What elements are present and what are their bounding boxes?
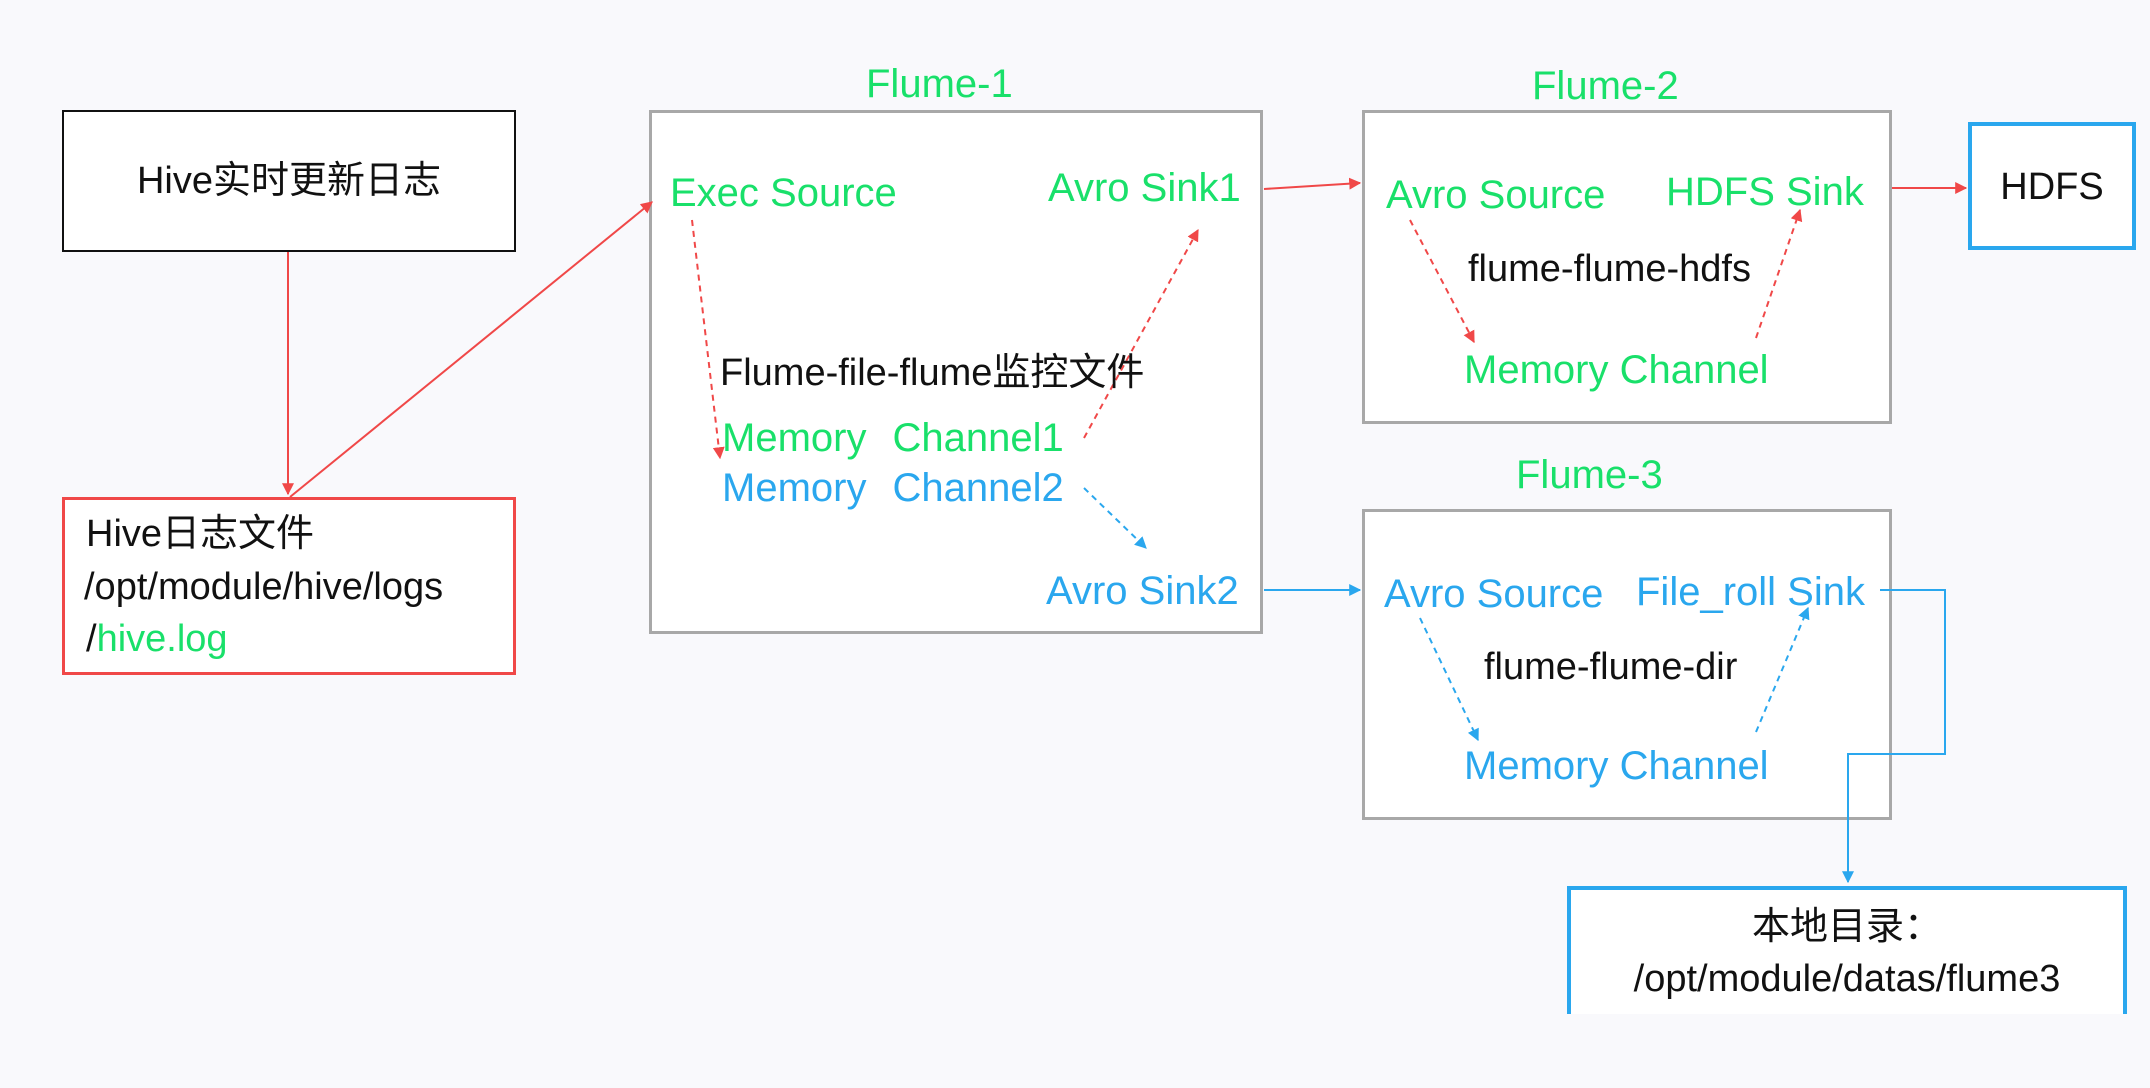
local-dir-title: 本地目录： [1751, 906, 1942, 948]
memory-channel1-label: Memory Channel1 [722, 418, 1064, 458]
local-dir-path: /opt/module/datas/flume3 [1633, 958, 2061, 1000]
hive-file-name-highlight: hive.log [96, 618, 228, 660]
exec-source-label: Exec Source [670, 171, 897, 215]
arrow-avrosink1-to-avrosource [1263, 177, 1362, 190]
memory-channel2-word2: Channel2 [892, 466, 1064, 510]
flume3-caption: flume-flume-dir [1484, 646, 1738, 688]
flume3-memory-channel-label: Memory Channel [1464, 744, 1769, 788]
memory-channel2-label: Memory Channel2 [722, 468, 1064, 508]
avro-sink2-label: Avro Sink2 [1046, 569, 1239, 613]
hdfs-label: HDFS [2000, 166, 2104, 208]
flume3-title: Flume-3 [1516, 453, 1663, 497]
hive-file-title: Hive日志文件 [86, 513, 315, 555]
flume3-avro-source-label: Avro Source [1384, 572, 1604, 616]
memory-channel1-word2: Channel1 [892, 416, 1064, 460]
flume1-caption: Flume-file-flume监控文件 [720, 352, 1145, 394]
local-dir-box [1567, 886, 2127, 1014]
file-roll-sink-label: File_roll Sink [1636, 570, 1865, 614]
memory-channel2-word1: Memory [722, 466, 867, 510]
hive-log-box [62, 110, 516, 252]
memory-channel1-word1: Memory [722, 416, 867, 460]
flume2-title: Flume-2 [1532, 64, 1679, 108]
hive-file-name: /hive.log [86, 620, 228, 658]
hive-log-label: Hive实时更新日志 [136, 160, 442, 202]
hive-file-box [62, 497, 516, 675]
hive-file-name-prefix: / [86, 618, 97, 660]
hive-file-path: /opt/module/hive/logs [84, 566, 444, 608]
flume2-memory-channel-label: Memory Channel [1464, 348, 1769, 392]
hdfs-sink-label: HDFS Sink [1666, 170, 1864, 214]
flume1-title: Flume-1 [866, 62, 1013, 106]
avro-sink1-label: Avro Sink1 [1048, 166, 1241, 210]
flume2-avro-source-label: Avro Source [1386, 173, 1606, 217]
hdfs-box [1968, 122, 2136, 250]
flume2-caption: flume-flume-hdfs [1468, 248, 1751, 290]
